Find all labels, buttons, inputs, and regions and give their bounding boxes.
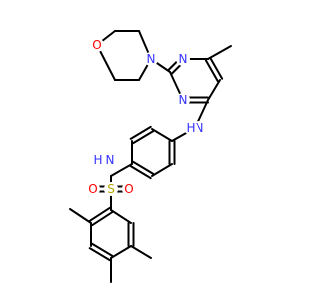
atom-label-n-morpholine: N	[147, 52, 156, 66]
double-bond-line	[88, 206, 111, 222]
single-bond-line	[130, 245, 152, 259]
atom-label-background	[176, 52, 190, 66]
double-bond-line	[91, 211, 114, 227]
atom-label-n-sulfonamide: N	[106, 153, 115, 167]
atom-label-background	[176, 93, 190, 107]
atom-label-o-sulfonyl-left: O	[88, 182, 97, 196]
atom-label-background	[122, 182, 136, 196]
atom-label-background	[144, 52, 158, 66]
single-bond-line	[110, 209, 132, 224]
atom-label-o-morpholine: O	[92, 38, 101, 52]
single-bond-line	[151, 163, 173, 177]
atom-label-background	[184, 121, 198, 135]
double-bond-line	[204, 59, 219, 83]
double-bond-line	[88, 247, 111, 262]
double-bond-line	[209, 56, 224, 80]
atom-label-background	[103, 153, 117, 167]
single-bond-line	[207, 79, 221, 101]
single-bond-line	[69, 208, 92, 224]
single-bond-line	[207, 45, 232, 60]
double-bond-line	[91, 242, 114, 257]
atom-label-s-sulfonyl: S	[107, 182, 115, 196]
atom-label-n-pyrimidine-upper: N	[179, 52, 188, 66]
double-bond-line	[132, 130, 155, 145]
atom-label-background	[104, 182, 118, 196]
atom-label-n-pyrimidine-lower: N	[179, 93, 188, 107]
double-bond-line	[129, 165, 152, 180]
atom-label-h-amine: H	[186, 121, 195, 135]
atom-label-h-sulfonamide: H	[93, 153, 102, 167]
single-bond-line	[110, 245, 132, 259]
atom-label-background	[86, 182, 100, 196]
single-bond-line	[110, 163, 133, 177]
atom-label-n-amine: N	[195, 121, 204, 135]
double-bond-line	[129, 125, 152, 140]
atom-label-o-sulfonyl-right: O	[124, 182, 133, 196]
double-bond-line	[132, 160, 155, 175]
single-bond-line	[151, 128, 173, 142]
atom-label-background	[90, 38, 104, 52]
atom-label-background	[91, 153, 105, 167]
